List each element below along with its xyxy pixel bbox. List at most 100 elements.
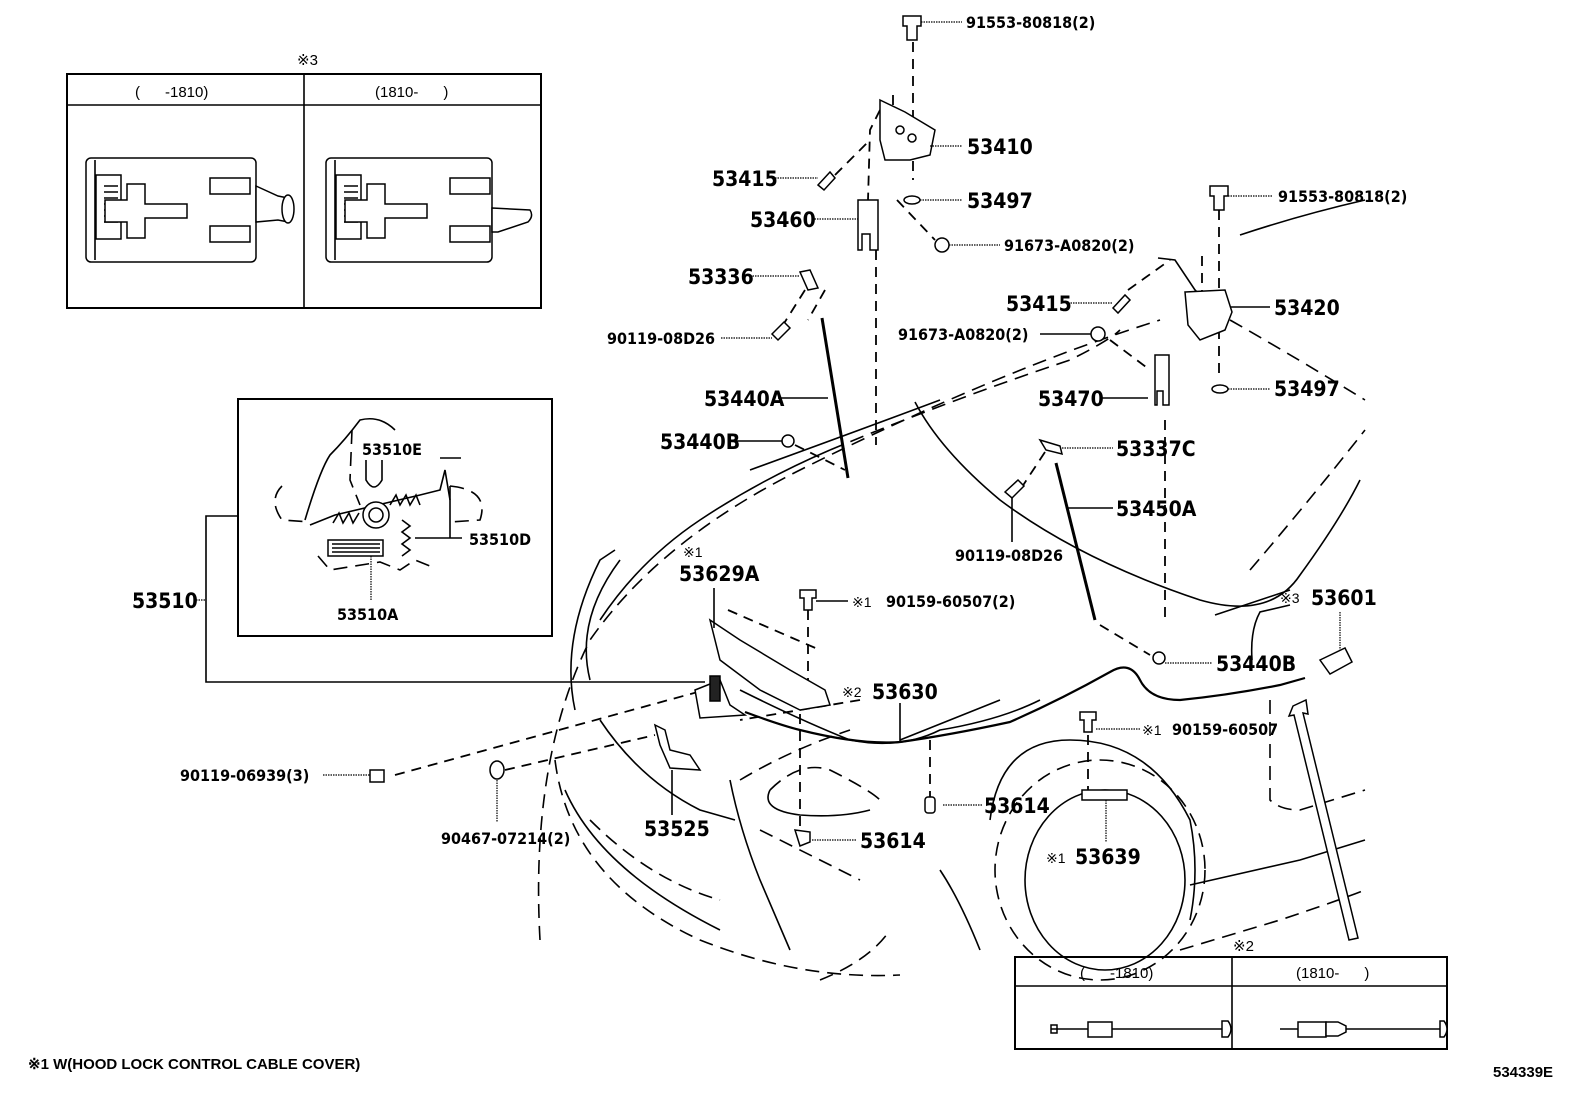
- callout-91553-80818: 91553-80818(2): [966, 13, 1095, 32]
- callout-90159-60507-2: 90159-60507(2): [886, 592, 1015, 611]
- callout-91673-A0820-right: 91673-A0820(2): [898, 325, 1028, 344]
- callout-53440A: 53440A: [704, 387, 785, 411]
- bolt-90119-part: [770, 320, 792, 342]
- bolt-90119-part: [1003, 478, 1026, 500]
- inset-note3: ※3 ( -1810) (1810- ): [66, 52, 542, 309]
- label-53510A: 53510A: [337, 605, 399, 624]
- callout-90159-60507: 90159-60507: [1172, 720, 1278, 739]
- right-hinge-group: [1090, 185, 1233, 620]
- strut-53440A: [820, 317, 850, 479]
- footnote-text: ※1 W(HOOD LOCK CONTROL CABLE COVER): [28, 1056, 360, 1073]
- clip-53614-part: [793, 829, 811, 847]
- bolt-icon: [902, 15, 922, 41]
- callout-53337C: 53337C: [1116, 437, 1196, 461]
- bolt-91673-part: [1090, 326, 1106, 342]
- connector-53601-part: [1318, 647, 1353, 675]
- strut-53450A: [1054, 462, 1097, 621]
- inset-note2-header-left: ( -1810): [1080, 965, 1153, 982]
- hinge-53470-part: [1154, 354, 1170, 406]
- callout-53415: 53415: [712, 167, 778, 191]
- marker-note1: ※1: [1046, 850, 1066, 866]
- callout-53630: 53630: [872, 680, 938, 704]
- marker-note1: ※1: [852, 594, 872, 610]
- callout-53470: 53470: [1038, 387, 1104, 411]
- stud-53440B-part: [781, 434, 795, 448]
- figure-id: 534339E: [1493, 1064, 1553, 1081]
- inset-hood-lock-leader: [205, 515, 705, 683]
- washer-53497-part: [903, 195, 921, 205]
- bolt-icon: [1209, 185, 1229, 211]
- bolt-90119-06939-part: [369, 769, 385, 783]
- leader-lines: [323, 21, 1341, 842]
- hinge-53460-part: [857, 199, 879, 251]
- marker-note2: ※2: [842, 684, 862, 700]
- clip-90467-part: [489, 760, 505, 780]
- callout-90119-06939: 90119-06939(3): [180, 766, 309, 785]
- bracket-53336-part: [798, 269, 820, 291]
- callout-91673-A0820: 91673-A0820(2): [1004, 236, 1134, 255]
- left-hinge-group: [782, 15, 950, 445]
- label-53510D: 53510D: [469, 530, 531, 549]
- callout-53460: 53460: [750, 208, 816, 232]
- callout-53639: 53639: [1075, 845, 1141, 869]
- cable-end-new-drawing: [1280, 1020, 1448, 1038]
- callout-53410: 53410: [967, 135, 1033, 159]
- inset-note2-header-right: (1810- ): [1296, 965, 1369, 982]
- inset-hood-lock-frame: [237, 398, 553, 637]
- callout-53525: 53525: [644, 817, 710, 841]
- callout-labels: 91553-80818(2) 53410 53415 53497 53460 9…: [180, 13, 1407, 869]
- inset-note3-header-left: ( -1810): [135, 84, 208, 101]
- callout-53614-lower: 53614: [860, 829, 926, 853]
- label-53510E: 53510E: [362, 440, 422, 459]
- callout-53497: 53497: [967, 189, 1033, 213]
- callout-90119-08D26-right: 90119-08D26: [955, 546, 1063, 565]
- callout-91553-80818-right: 91553-80818(2): [1278, 187, 1407, 206]
- callout-90119-08D26: 90119-08D26: [607, 329, 715, 348]
- inset-note2-marker: ※2: [1233, 938, 1254, 955]
- connector-new-drawing: [325, 157, 533, 263]
- hinge-53420-part: [1184, 289, 1233, 341]
- inset-note3-marker: ※3: [297, 52, 318, 69]
- marker-note1: ※1: [683, 544, 703, 560]
- support-53629A-part: [708, 618, 831, 711]
- marker-note3: ※3: [1280, 590, 1300, 606]
- callout-53415-right: 53415: [1006, 292, 1072, 316]
- callout-90467-07214: 90467-07214(2): [441, 829, 570, 848]
- inset-hood-lock: 53510 53510E 53510D 53510A: [132, 398, 705, 683]
- bolt-53415-part: [1111, 293, 1132, 315]
- label-53510: 53510: [132, 589, 198, 613]
- bracket-53337C-part: [1038, 438, 1064, 456]
- bracket-53525-part: [653, 723, 702, 771]
- marker-note1: ※1: [1142, 722, 1162, 738]
- bolt-53415-part: [816, 170, 836, 192]
- support-struts: [770, 269, 1166, 665]
- connector-old-drawing: [85, 157, 295, 263]
- hood-release-cable: [744, 666, 1306, 744]
- inset-note2: ※2 ( -1810) (1810- ): [1014, 938, 1448, 1050]
- callout-53497-right: 53497: [1274, 377, 1340, 401]
- washer-53497-part: [1211, 384, 1229, 394]
- cable-end-old-drawing: [1050, 1020, 1232, 1038]
- callout-53440B-right: 53440B: [1216, 652, 1296, 676]
- callout-53420: 53420: [1274, 296, 1340, 320]
- inset-note3-header-right: (1810- ): [375, 84, 448, 101]
- bolt-90159-part: [1079, 711, 1097, 733]
- callout-53601: 53601: [1311, 586, 1377, 610]
- clip-53614-part: [924, 796, 936, 814]
- callout-53440B: 53440B: [660, 430, 740, 454]
- hinge-53410-part: [879, 98, 936, 161]
- bolt-90159-part: [799, 589, 817, 611]
- vehicle-body-outline: [537, 199, 1366, 981]
- callout-53629A: 53629A: [679, 562, 760, 586]
- front-parts: [369, 589, 1353, 847]
- callout-53336: 53336: [688, 265, 754, 289]
- callout-53450A: 53450A: [1116, 497, 1197, 521]
- bolt-91673-part: [934, 237, 950, 253]
- inset-note2-frame: [1014, 956, 1448, 1050]
- callout-53614: 53614: [984, 794, 1050, 818]
- stud-53440B-part: [1152, 651, 1166, 665]
- view-direction-arrow: [1287, 698, 1359, 941]
- clamp-53639-part: [1081, 789, 1128, 801]
